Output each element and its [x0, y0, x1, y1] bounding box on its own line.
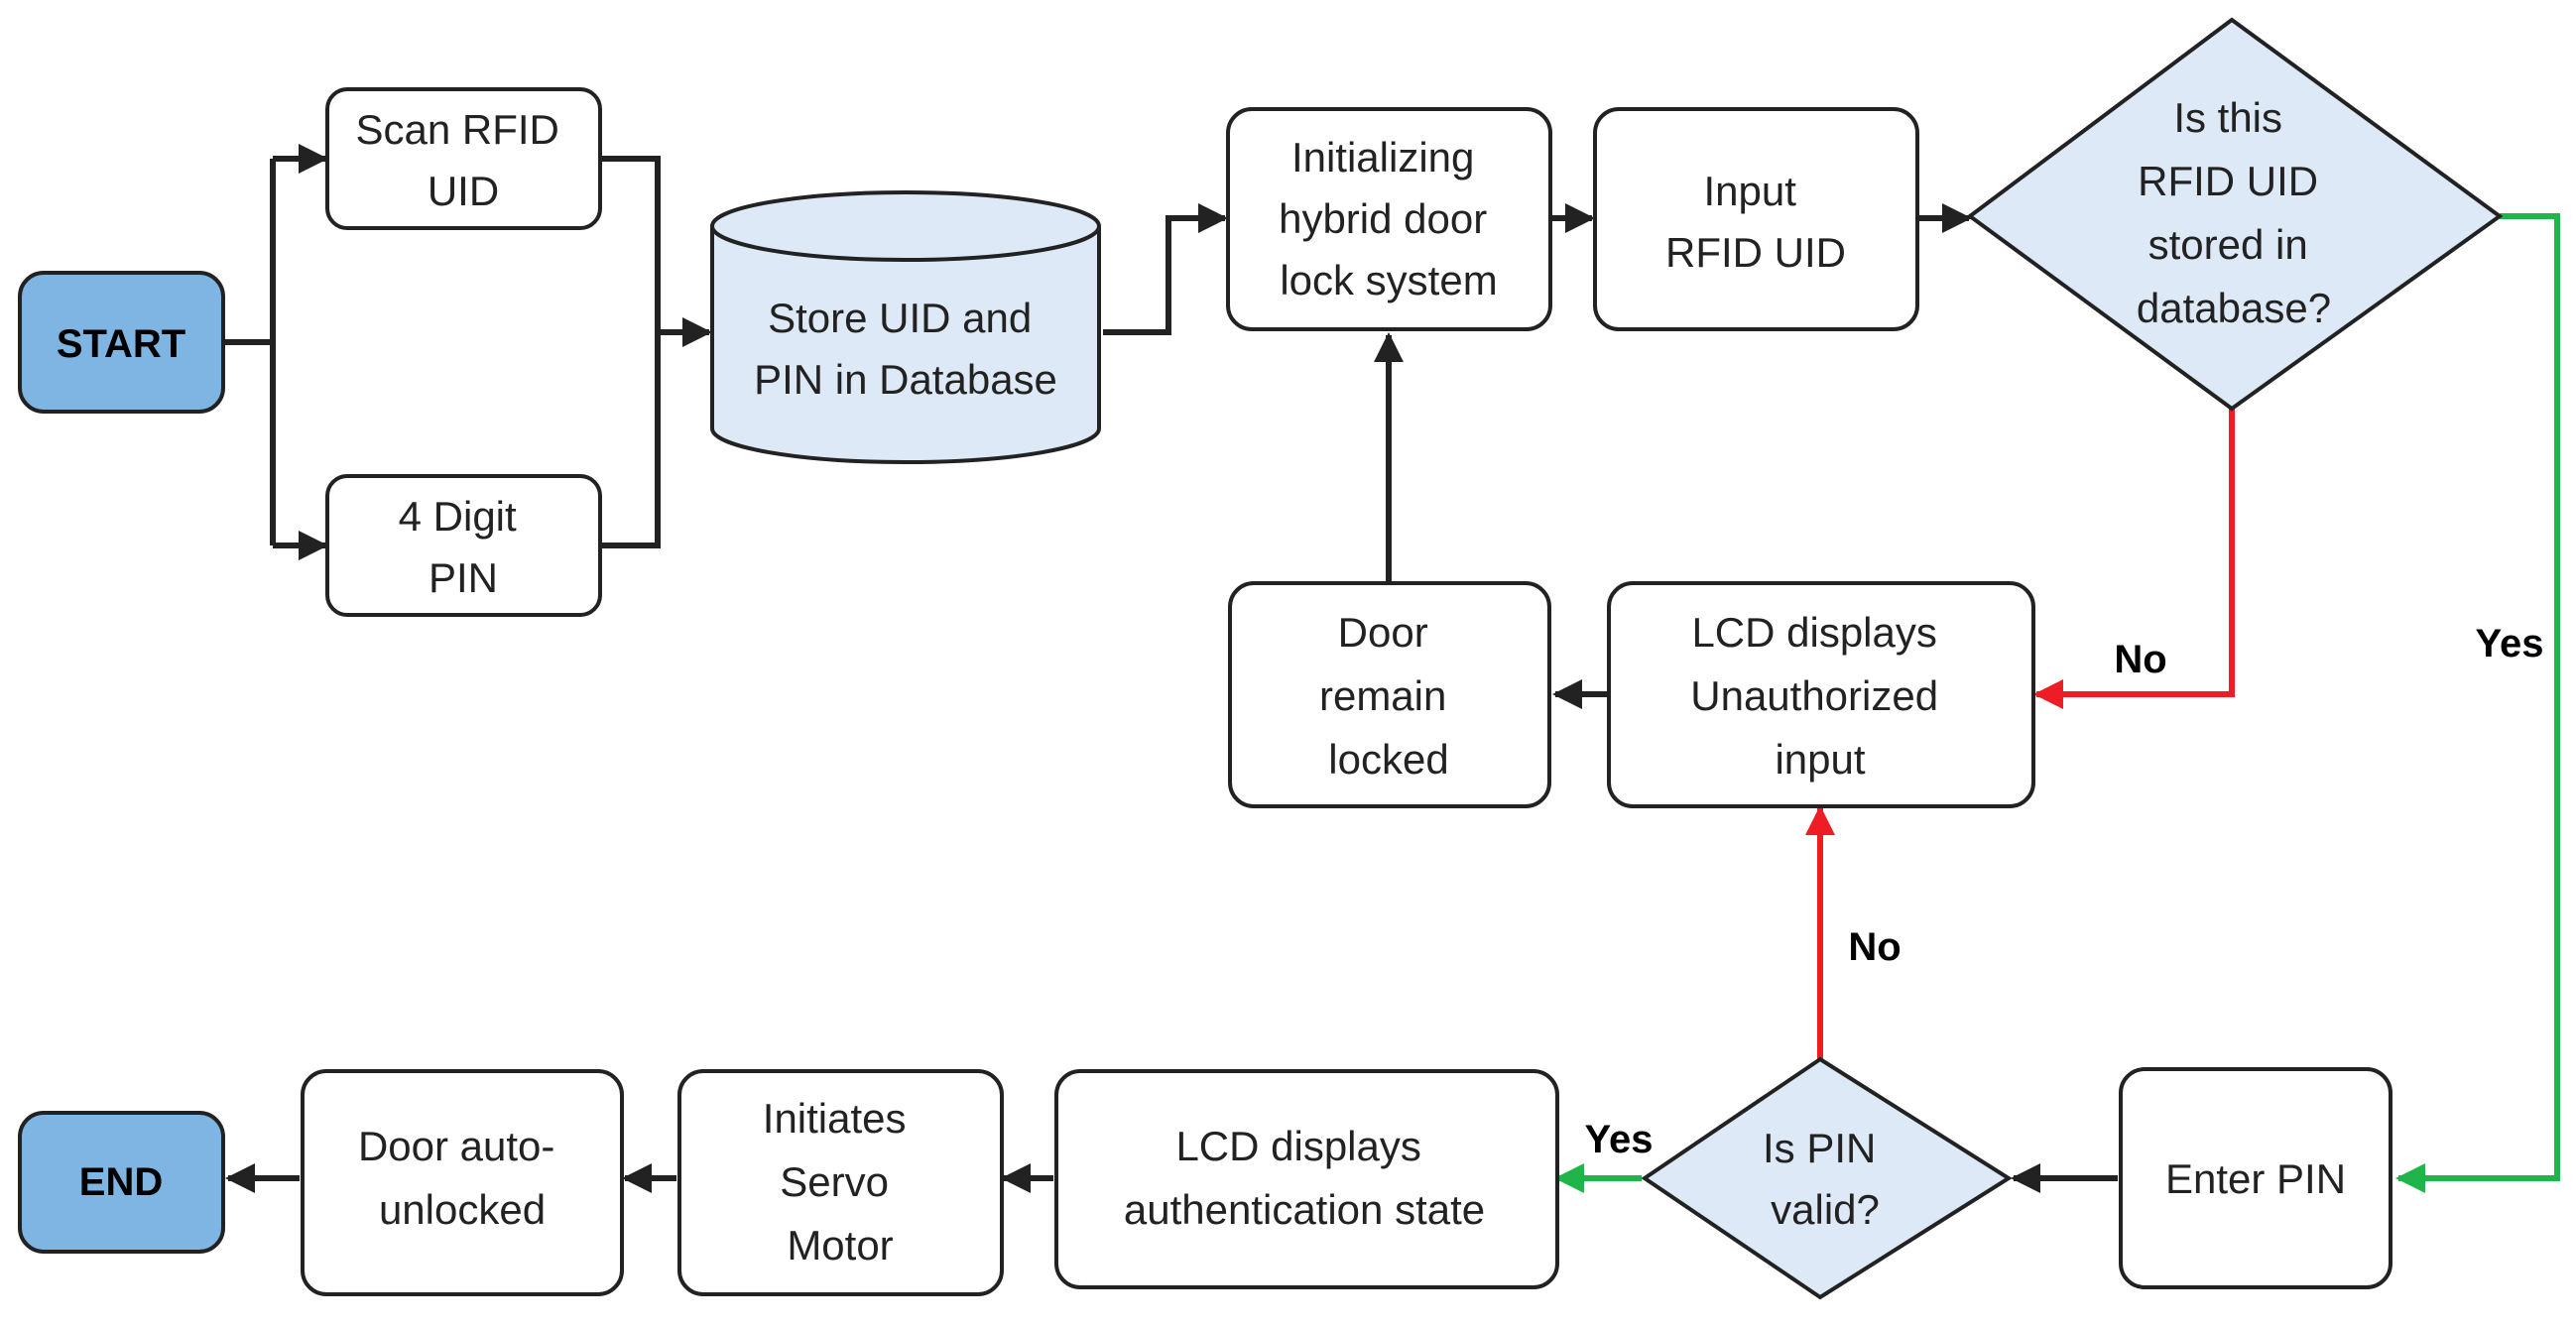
edge-rfid-yes — [2395, 213, 2560, 1193]
lcd-unauth-line-1: LCD displays — [1691, 609, 1936, 656]
node-input-rfid: Input RFID UID — [1593, 107, 1919, 331]
svg-text:Is PIN valid?: Is PIN valid? — [1763, 1125, 1888, 1233]
node-door-locked: Door remain locked — [1228, 581, 1551, 808]
node-init-system: Initializing hybrid door lock system — [1226, 107, 1552, 331]
node-lcd-auth: LCD displays authentication state — [1054, 1069, 1559, 1289]
door-locked-line-1: Door — [1338, 609, 1428, 656]
node-pin-digit: 4 Digit PIN — [325, 474, 602, 617]
svg-text:Is this RFID UID s: Is this RFID UID stored in database? — [2137, 94, 2331, 331]
lcd-auth-line-1: LCD displays — [1175, 1123, 1420, 1169]
edge-label-rfid-yes: Yes — [2476, 622, 2544, 665]
node-end-label: END — [79, 1160, 163, 1204]
node-scan-rfid: Scan RFID UID — [325, 87, 602, 230]
init-line-2: hybrid door — [1279, 195, 1487, 242]
svg-text:Input RFID UID: Input RFID UID — [1665, 168, 1846, 276]
edge-label-pin-no: No — [1848, 925, 1901, 969]
pin-digit-line-2: PIN — [429, 554, 498, 601]
svg-text:Door auto- unlocked: Door auto- unlocked — [358, 1123, 566, 1233]
node-end: END — [18, 1111, 225, 1254]
edge-label-pin-yes: Yes — [1585, 1118, 1654, 1161]
svg-text:4 Digit PIN: 4 Digit PIN — [399, 493, 529, 601]
svg-text:Door remain locked: Door remain locked — [1319, 609, 1458, 783]
svg-text:LCD displays authenticat: LCD displays authentication state — [1124, 1123, 1485, 1233]
node-rfid-decision: Is this RFID UID stored in database? — [1966, 17, 2504, 412]
node-start: START — [18, 271, 225, 414]
svg-text:Store UID and PIN in Dat: Store UID and PIN in Database — [754, 295, 1057, 403]
svg-text:LCD displays Unauthorize: LCD displays Unauthorized input — [1690, 609, 1950, 783]
input-rfid-line-2: RFID UID — [1665, 229, 1846, 276]
edge-scan-rfid-merge — [600, 156, 661, 548]
lcd-auth-line-2: authentication state — [1124, 1186, 1485, 1233]
input-rfid-line-1: Input — [1703, 168, 1796, 214]
rfid-decision-line-2: RFID UID — [2138, 158, 2318, 204]
node-door-unlocked: Door auto- unlocked — [301, 1069, 624, 1296]
node-enter-pin: Enter PIN — [2119, 1067, 2392, 1289]
svg-text:Scan RFID UID: Scan RFID UID — [355, 106, 570, 214]
edges — [223, 144, 2560, 1193]
init-line-1: Initializing — [1291, 134, 1474, 181]
node-start-label: START — [57, 322, 185, 366]
door-unlocked-line-1: Door auto- — [358, 1123, 554, 1169]
init-line-3: lock system — [1280, 257, 1497, 303]
svg-text:Initializing hybrid door: Initializing hybrid door lock system — [1279, 134, 1499, 303]
door-locked-line-2: remain — [1319, 672, 1446, 719]
rfid-decision-line-4: database? — [2137, 285, 2331, 331]
pin-decision-line-2: valid? — [1771, 1186, 1880, 1233]
servo-line-2: Servo — [780, 1158, 889, 1205]
node-servo: Initiates Servo Motor — [677, 1069, 1004, 1296]
servo-line-1: Initiates — [763, 1095, 907, 1142]
door-locked-line-3: locked — [1328, 736, 1448, 783]
pin-decision-line-1: Is PIN — [1763, 1125, 1876, 1171]
lcd-unauth-line-2: Unauthorized — [1690, 672, 1938, 719]
node-database: Store UID and PIN in Database — [710, 190, 1101, 464]
lcd-unauth-line-3: input — [1775, 736, 1865, 783]
node-lcd-unauthorized: LCD displays Unauthorized input — [1607, 581, 2035, 808]
database-line-1: Store UID and — [768, 295, 1032, 341]
pin-digit-line-1: 4 Digit — [399, 493, 517, 540]
scan-rfid-line-1: Scan RFID — [355, 106, 558, 153]
rfid-decision-line-3: stored in — [2148, 221, 2308, 268]
database-line-2: PIN in Database — [754, 356, 1057, 403]
svg-text:Initiates Servo Mo: Initiates Servo Motor — [763, 1095, 918, 1269]
node-pin-decision: Is PIN valid? — [1641, 1056, 2013, 1300]
rfid-decision-line-1: Is this — [2173, 94, 2282, 141]
door-unlocked-line-2: unlocked — [379, 1186, 546, 1233]
edge-label-rfid-no: No — [2114, 638, 2166, 681]
edge-db-to-init — [1103, 203, 1228, 335]
servo-line-3: Motor — [787, 1222, 893, 1269]
edge-rfid-no — [2033, 407, 2235, 709]
scan-rfid-line-2: UID — [428, 168, 499, 214]
enter-pin-label: Enter PIN — [2165, 1155, 2346, 1202]
